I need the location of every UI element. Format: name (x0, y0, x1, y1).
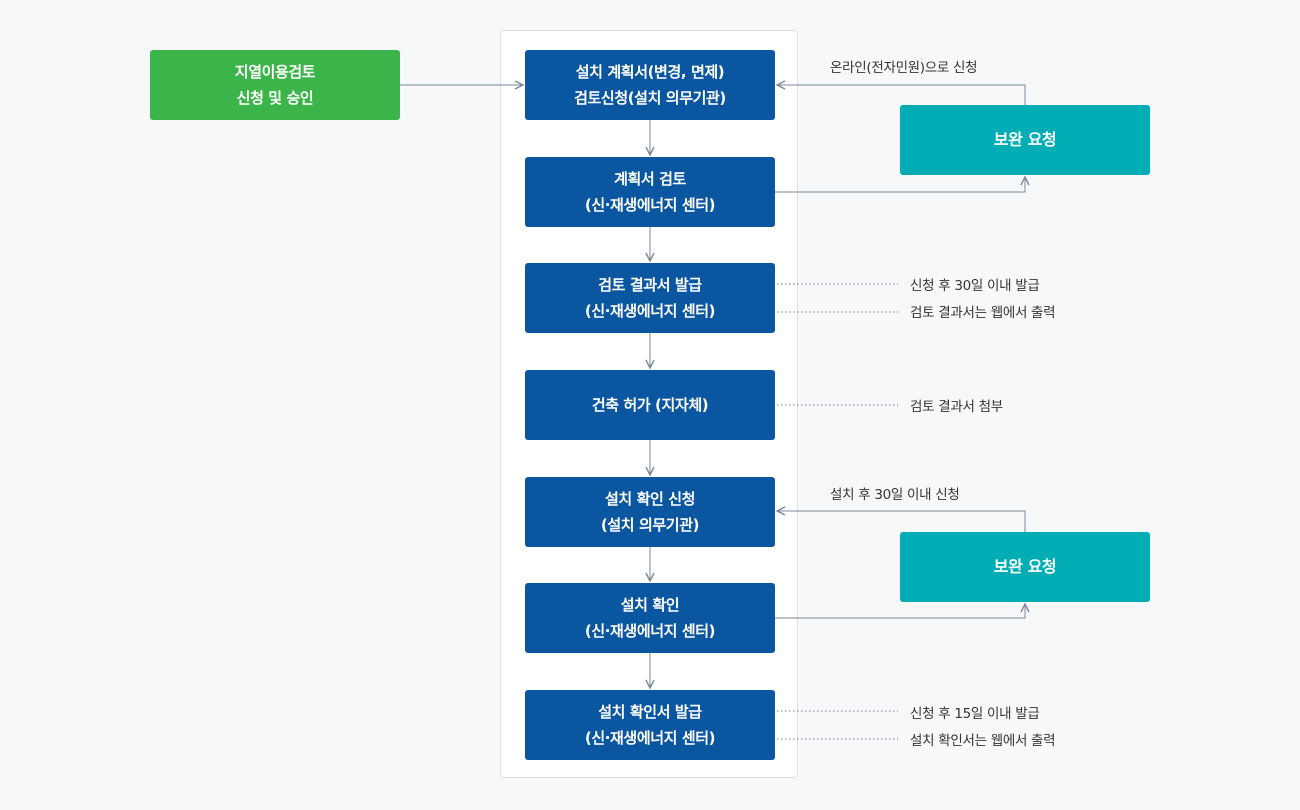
start-line-1: 지열이용검토 (234, 63, 316, 81)
step-line: (설치 의무기관) (600, 516, 700, 534)
arrow-supplement1-to-step1 (777, 85, 1026, 105)
supplement-caption-2: 설치 후 30일 이내 신청 (830, 487, 960, 503)
arrow-supplement2-to-step5 (777, 511, 1026, 532)
supplement-label: 보완 요청 (993, 557, 1057, 576)
supplement-request-box-1: 보완 요청 (900, 105, 1150, 175)
step-line: (신·재생에너지 센터) (584, 302, 716, 320)
step-line: 설치 확인서 발급 (598, 703, 702, 721)
step-confirmation-issue: 설치 확인서 발급 (신·재생에너지 센터) (525, 690, 775, 760)
arrow-step2-to-supplement1 (775, 177, 1025, 193)
supplement-label: 보완 요청 (993, 130, 1057, 149)
supplement-request-box-2: 보완 요청 (900, 532, 1150, 602)
step-line: 설치 확인 (620, 596, 680, 614)
step-installation-confirm: 설치 확인 (신·재생에너지 센터) (525, 583, 775, 653)
step-installation-confirm-request: 설치 확인 신청 (설치 의무기관) (525, 477, 775, 547)
step-line: (신·재생에너지 센터) (584, 622, 716, 640)
arrow-step6-to-supplement2 (775, 604, 1025, 619)
step-review-result-issue: 검토 결과서 발급 (신·재생에너지 센터) (525, 263, 775, 333)
step-building-permit: 건축 허가 (지자체) (525, 370, 775, 440)
step-line: 설치 확인 신청 (604, 490, 696, 508)
step-line: 검토신청(설치 의무기관) (574, 89, 726, 107)
step-line: 검토 결과서 발급 (598, 276, 702, 294)
step-line: (신·재생에너지 센터) (584, 196, 716, 214)
note-confirm-web-print: 설치 확인서는 웹에서 출력 (910, 733, 1056, 749)
note-result-web-print: 검토 결과서는 웹에서 출력 (910, 305, 1056, 321)
step-line: 설치 계획서(변경, 면제) (575, 63, 725, 81)
step-line: (신·재생에너지 센터) (584, 729, 716, 747)
step-plan-review-request: 설치 계획서(변경, 면제) 검토신청(설치 의무기관) (525, 50, 775, 120)
note-permit-attach: 검토 결과서 첨부 (910, 399, 1003, 415)
step-plan-review: 계획서 검토 (신·재생에너지 센터) (525, 157, 775, 227)
step-line: 건축 허가 (지자체) (591, 396, 709, 414)
note-confirm-issue-deadline: 신청 후 15일 이내 발급 (910, 706, 1040, 722)
step-line: 계획서 검토 (614, 170, 686, 188)
supplement-caption-1: 온라인(전자민원)으로 신청 (830, 60, 978, 76)
start-box-geothermal-review: 지열이용검토 신청 및 승인 (150, 50, 400, 120)
start-line-2: 신청 및 승인 (236, 89, 314, 107)
note-result-issue-deadline: 신청 후 30일 이내 발급 (910, 278, 1040, 294)
